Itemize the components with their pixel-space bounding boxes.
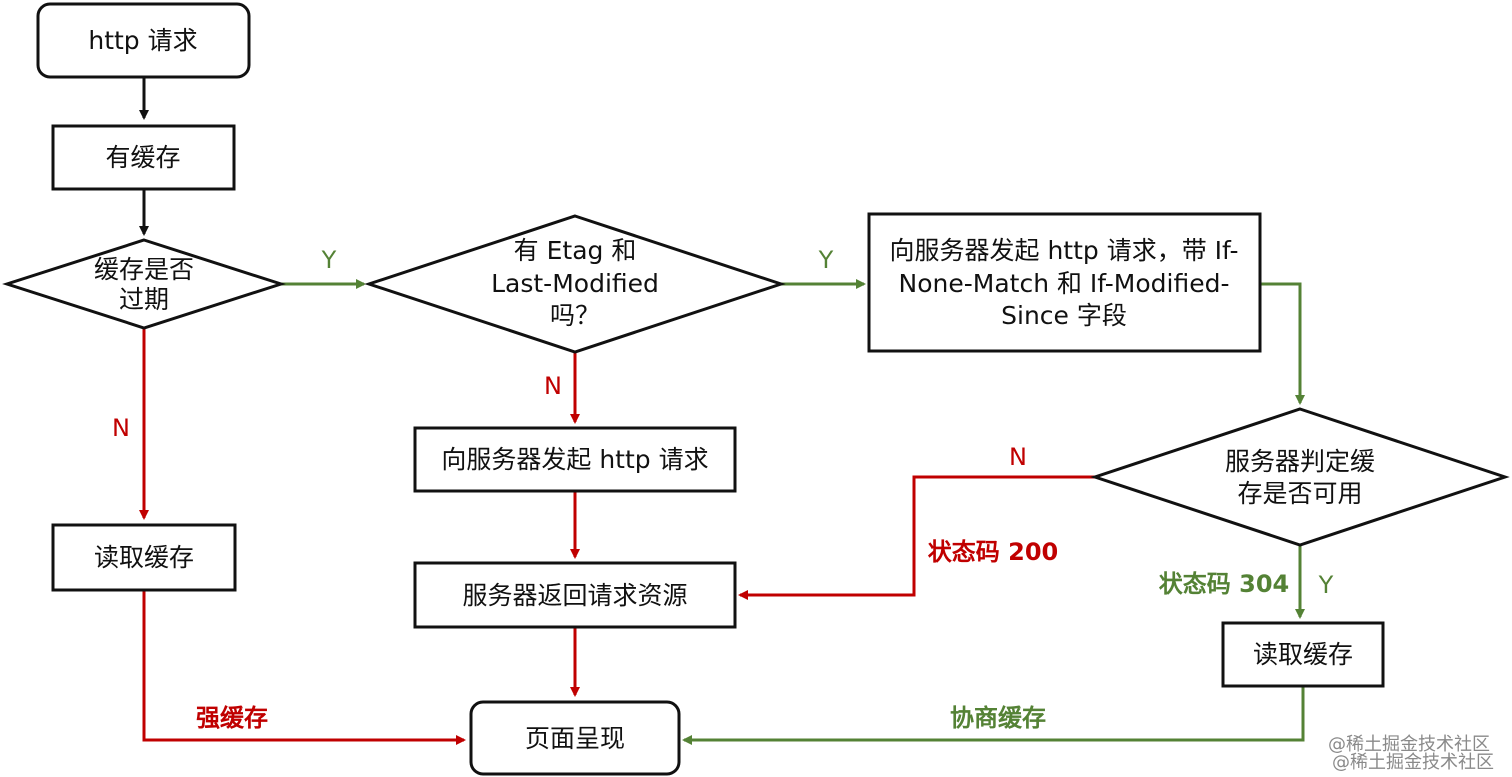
node-read-cache-right-label: 读取缓存 <box>1253 640 1353 669</box>
node-read-cache-left: 读取缓存 <box>51 523 237 592</box>
node-etag-decision-label-3: 吗？ <box>550 301 600 330</box>
node-request-with-fields-label-3: Since 字段 <box>1001 301 1127 330</box>
label-status-304: 状态码 304 <box>1159 570 1289 598</box>
node-server-return-label: 服务器返回请求资源 <box>462 581 687 610</box>
label-negotiate-cache: 协商缓存 <box>950 704 1046 732</box>
node-request-http-shape <box>413 426 737 493</box>
label-n-expired: N <box>112 414 130 442</box>
node-request-http-label: 向服务器发起 http 请求 <box>441 445 708 474</box>
node-request-with-fields-label-1: 向服务器发起 http 请求，带 If- <box>890 236 1239 265</box>
label-strong-cache: 强缓存 <box>196 704 268 732</box>
node-server-judge-decision-label-1: 服务器判定缓 <box>1225 447 1375 476</box>
node-start: http 请求 <box>36 2 251 79</box>
node-read-cache-left-label: 读取缓存 <box>94 543 194 572</box>
node-read-cache-right: 读取缓存 <box>1221 621 1385 688</box>
node-start-shape <box>36 2 251 79</box>
node-page-render-shape <box>469 700 681 776</box>
label-y-judge: Y <box>1318 571 1334 599</box>
node-etag-decision-label-1: 有 Etag 和 <box>514 236 637 265</box>
node-has-cache: 有缓存 <box>51 124 236 191</box>
node-expired-decision-label-2: 过期 <box>119 285 169 314</box>
watermark-line-1: @稀土掘金技术社区 <box>1328 734 1490 755</box>
label-n-etag: N <box>544 372 562 400</box>
node-server-return: 服务器返回请求资源 <box>413 561 737 629</box>
label-n-judge: N <box>1009 443 1027 471</box>
node-start-label: http 请求 <box>88 26 197 55</box>
node-etag-decision: 有 Etag 和 Last-Modified 吗？ <box>364 214 786 354</box>
node-request-http: 向服务器发起 http 请求 <box>413 426 737 493</box>
node-server-judge-decision-shape <box>1090 407 1510 547</box>
node-expired-decision-label-1: 缓存是否 <box>94 255 194 284</box>
node-page-render: 页面呈现 <box>469 700 681 776</box>
node-request-with-fields: 向服务器发起 http 请求，带 If- None-Match 和 If-Mod… <box>867 212 1262 353</box>
node-request-with-fields-label-2: None-Match 和 If-Modified- <box>899 269 1230 298</box>
node-has-cache-label: 有缓存 <box>105 143 180 172</box>
node-server-judge-decision: 服务器判定缓 存是否可用 <box>1090 407 1510 547</box>
node-page-render-label: 页面呈现 <box>525 724 625 753</box>
label-y-etag: Y <box>818 246 834 274</box>
watermark-line-2: @稀土掘金技术社区 <box>1332 752 1494 773</box>
edge-read-cache-to-render-negotiate <box>682 686 1305 745</box>
node-expired-decision: 缓存是否 过期 <box>2 238 286 330</box>
node-read-cache-right-shape <box>1221 621 1385 688</box>
edge-read-cache-to-render-strong <box>142 590 466 745</box>
node-request-with-fields-shape <box>867 212 1262 353</box>
node-server-judge-decision-label-2: 存是否可用 <box>1237 479 1362 508</box>
node-expired-decision-shape <box>2 238 286 330</box>
connectors <box>139 77 1305 745</box>
edge-judge-no-to-server-return <box>738 475 1095 600</box>
node-etag-decision-shape <box>364 214 786 354</box>
edge-request-fields-to-judge <box>1260 282 1305 405</box>
node-etag-decision-label-2: Last-Modified <box>491 269 659 298</box>
label-status-200: 状态码 200 <box>928 538 1058 566</box>
node-read-cache-left-shape <box>51 523 237 592</box>
label-y-expired: Y <box>321 246 337 274</box>
node-server-return-shape <box>413 561 737 629</box>
node-has-cache-shape <box>51 124 236 191</box>
